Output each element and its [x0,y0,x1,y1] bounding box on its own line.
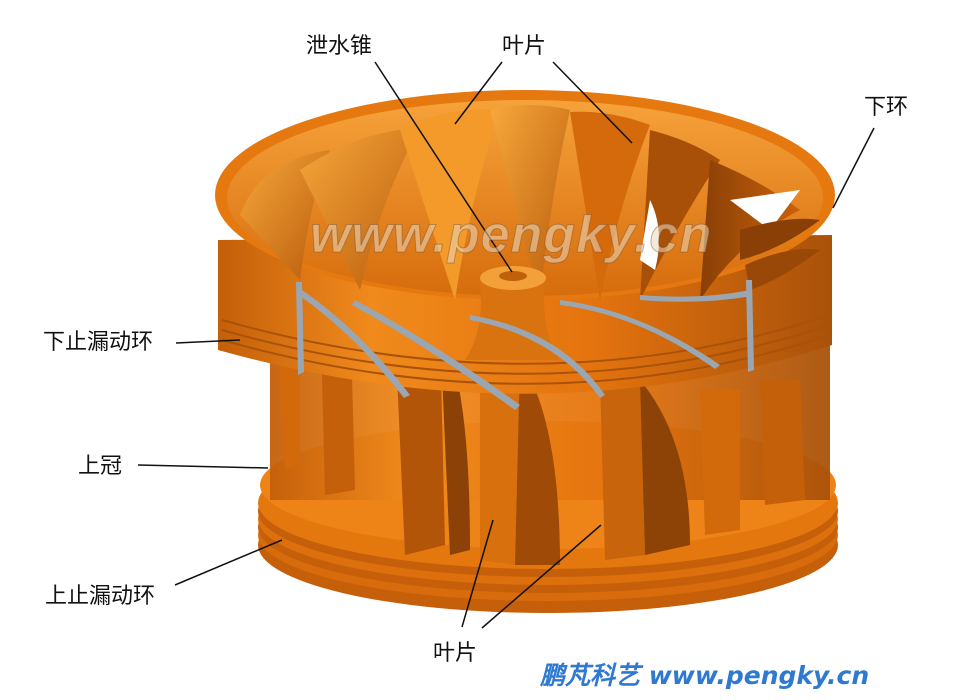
leader-lines [137,61,875,629]
upper-blades [240,105,820,300]
label-blade-bottom: 叶片 [433,641,478,666]
watermark: www.pengky.cn [309,206,713,265]
label-crown: 上冠 [78,454,123,479]
label-blade-top: 叶片 [502,34,547,59]
cut-blade-edges [296,280,754,410]
label-upper-seal-ring: 上止漏动环 [45,584,156,609]
label-lower-ring: 下环 [864,95,909,120]
label-lower-seal-ring: 下止漏动环 [43,330,154,355]
label-draft-cone: 泄水锥 [306,34,373,59]
footer-brand: 鹏芃科艺 www.pengky.cn [540,661,870,690]
